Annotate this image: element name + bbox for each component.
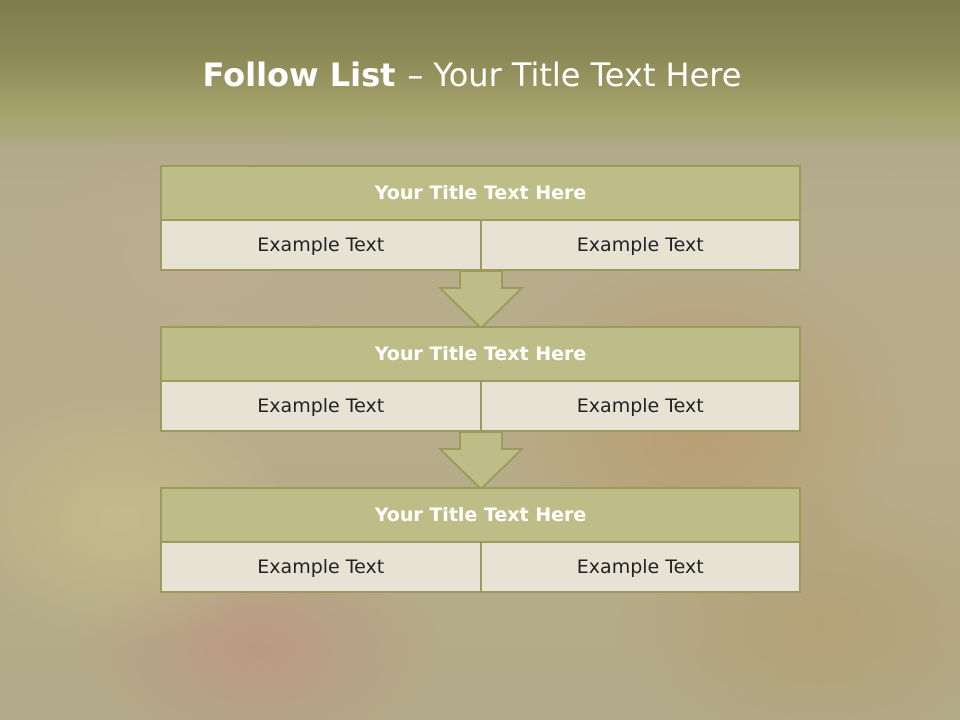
block-cell-left: Example Text: [160, 382, 482, 432]
list-block-2: Your Title Text Here Example Text Exampl…: [160, 326, 801, 432]
title-separator: –: [407, 56, 424, 94]
title-rest-part: Your Title Text Here: [433, 56, 742, 94]
list-block-1: Your Title Text Here Example Text Exampl…: [160, 165, 801, 271]
down-arrow-icon: [438, 431, 524, 491]
down-arrow-icon: [438, 270, 524, 330]
block-cell-right: Example Text: [481, 221, 801, 271]
list-block-3: Your Title Text Here Example Text Exampl…: [160, 487, 801, 593]
title-bar: [0, 0, 960, 150]
block-row: Example Text Example Text: [160, 382, 801, 432]
block-cell-right: Example Text: [481, 382, 801, 432]
title-bold-part: Follow List: [202, 56, 396, 94]
block-row: Example Text Example Text: [160, 543, 801, 593]
block-cell-left: Example Text: [160, 221, 482, 271]
block-cell-left: Example Text: [160, 543, 482, 593]
slide-title: Follow List–Your Title Text Here: [0, 56, 944, 94]
block-title: Your Title Text Here: [160, 326, 801, 382]
block-row: Example Text Example Text: [160, 221, 801, 271]
block-cell-right: Example Text: [481, 543, 801, 593]
block-title: Your Title Text Here: [160, 487, 801, 543]
block-title: Your Title Text Here: [160, 165, 801, 221]
